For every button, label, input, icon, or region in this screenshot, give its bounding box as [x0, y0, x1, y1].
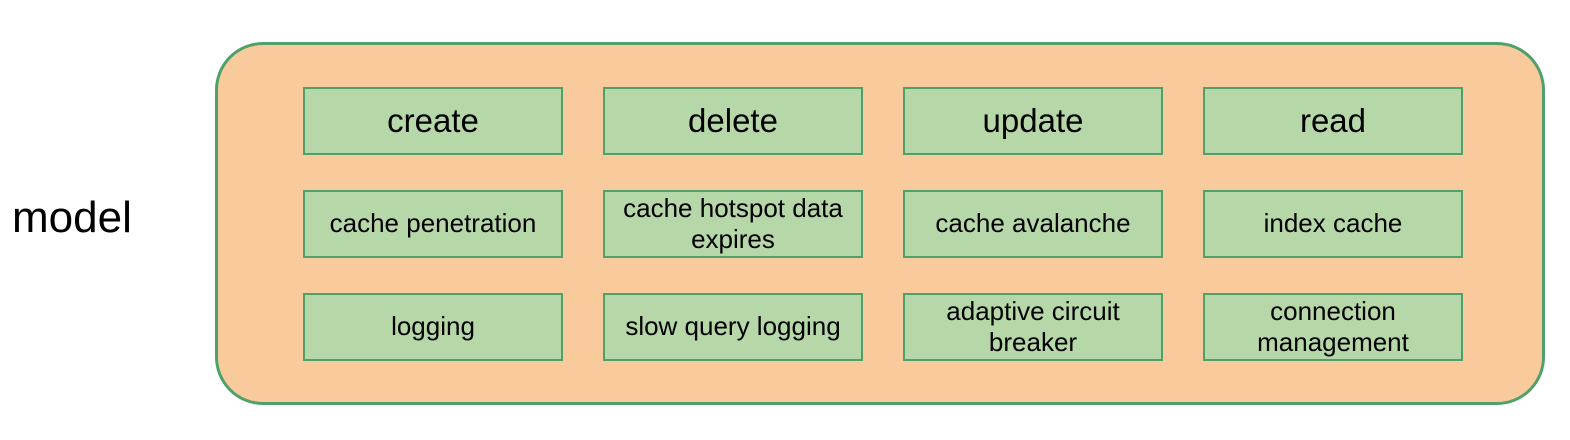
box-update: update: [903, 87, 1163, 155]
model-grid: create delete update read cache penetrat…: [303, 87, 1463, 361]
model-container: create delete update read cache penetrat…: [215, 42, 1545, 405]
box-cache-hotspot-data-expires: cache hotspot data expires: [603, 190, 863, 258]
box-index-cache: index cache: [1203, 190, 1463, 258]
box-adaptive-circuit-breaker: adaptive circuit breaker: [903, 293, 1163, 361]
box-slow-query-logging: slow query logging: [603, 293, 863, 361]
box-delete: delete: [603, 87, 863, 155]
box-cache-penetration: cache penetration: [303, 190, 563, 258]
box-cache-avalanche: cache avalanche: [903, 190, 1163, 258]
box-read: read: [1203, 87, 1463, 155]
box-connection-management: connection management: [1203, 293, 1463, 361]
box-create: create: [303, 87, 563, 155]
box-logging: logging: [303, 293, 563, 361]
model-label: model: [12, 193, 132, 242]
